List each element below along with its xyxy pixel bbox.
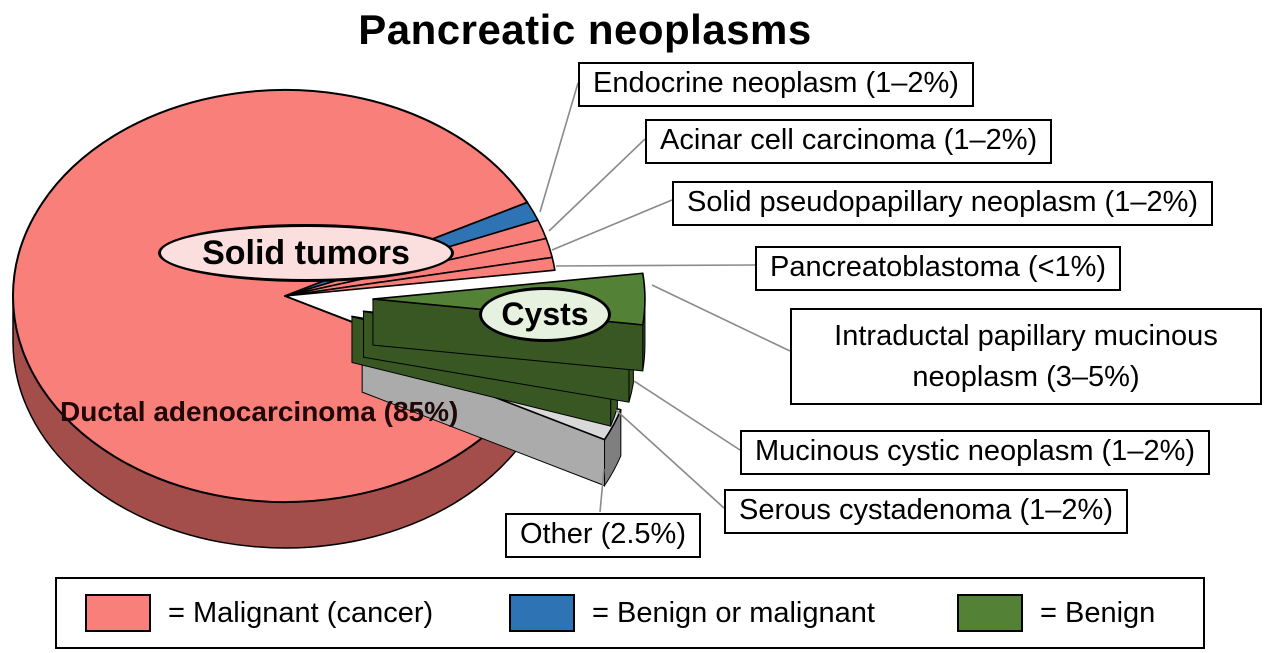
callout-serous-cystadenoma: Serous cystadenoma (1–2%)	[724, 489, 1128, 534]
malignant-swatch	[85, 594, 151, 632]
chart-title: Pancreatic neoplasms	[358, 6, 812, 53]
callout-intraductal-papillary-mucinous-neoplasm: Intraductal papillary mucinous neoplasm …	[790, 308, 1262, 406]
callout-endocrine-neoplasm: Endocrine neoplasm (1–2%)	[578, 62, 974, 107]
slice-label-ductal-adenocarcinoma: Ductal adenocarcinoma (85%)	[60, 396, 459, 427]
legend-label-benign-or-malignant: = Benign or malignant	[592, 596, 875, 629]
legend-item-benign: = Benign	[957, 579, 1155, 647]
benign-or-malignant-swatch	[509, 594, 575, 632]
legend-label-malignant: = Malignant (cancer)	[168, 596, 434, 629]
legend-item-benign-or-malignant: = Benign or malignant	[509, 579, 875, 647]
benign-swatch	[957, 594, 1023, 632]
legend-item-malignant: = Malignant (cancer)	[85, 579, 433, 647]
callout-other: Other (2.5%)	[505, 513, 701, 558]
callout-mucinous-cystic-neoplasm: Mucinous cystic neoplasm (1–2%)	[740, 430, 1211, 475]
callout-solid-pseudopapillary: Solid pseudopapillary neoplasm (1–2%)	[672, 181, 1214, 226]
callout-pancreatoblastoma: Pancreatoblastoma (<1%)	[755, 246, 1122, 291]
group-label-solid-tumors: Solid tumors	[158, 224, 454, 282]
legend: = Malignant (cancer) = Benign or maligna…	[55, 577, 1205, 649]
group-label-cysts: Cysts	[479, 287, 611, 342]
legend-label-benign: = Benign	[1040, 596, 1156, 629]
callout-acinar-cell-carcinoma: Acinar cell carcinoma (1–2%)	[645, 119, 1053, 164]
